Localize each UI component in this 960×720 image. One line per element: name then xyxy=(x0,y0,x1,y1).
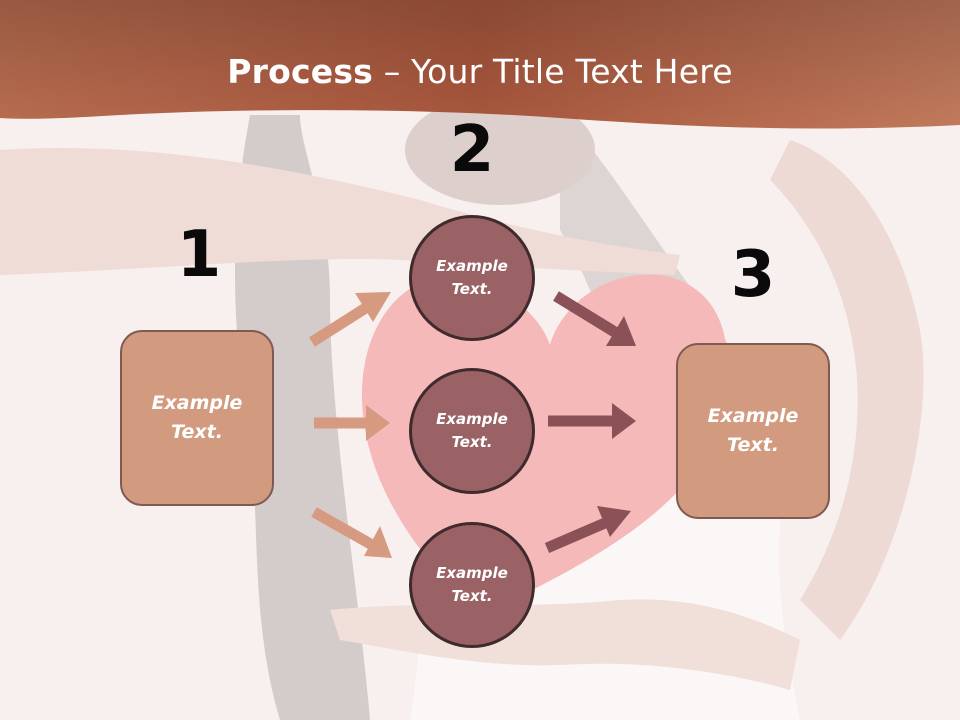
slide-title: Process – Your Title Text Here xyxy=(0,52,960,91)
title-rest: – Your Title Text Here xyxy=(373,52,733,91)
circle-middle: Example Text. xyxy=(409,368,535,494)
arrow-circle-bottom-to-box3 xyxy=(544,506,631,554)
step-box-3: Example Text. xyxy=(676,343,830,519)
step-number-2: 2 xyxy=(449,113,495,187)
circle-bottom-text: Example Text. xyxy=(436,564,508,605)
circle-middle-text: Example Text. xyxy=(436,410,508,451)
step-number-1: 1 xyxy=(176,218,222,292)
circle-top-text: Example Text. xyxy=(436,257,508,298)
step-box-3-text: Example Text. xyxy=(707,405,799,456)
arrow-box1-to-circle-middle xyxy=(314,405,390,441)
step-box-1-text: Example Text. xyxy=(151,392,243,443)
arrow-box1-to-circle-bottom xyxy=(311,507,392,558)
arrow-circle-top-to-box3 xyxy=(553,291,636,346)
arrow-box1-to-circle-top xyxy=(309,292,391,347)
step-box-1: Example Text. xyxy=(120,330,274,506)
circle-top: Example Text. xyxy=(409,215,535,341)
arrow-circle-middle-to-box3 xyxy=(548,403,636,439)
step-number-3: 3 xyxy=(730,238,776,312)
title-bold: Process xyxy=(227,52,374,91)
circle-bottom: Example Text. xyxy=(409,522,535,648)
